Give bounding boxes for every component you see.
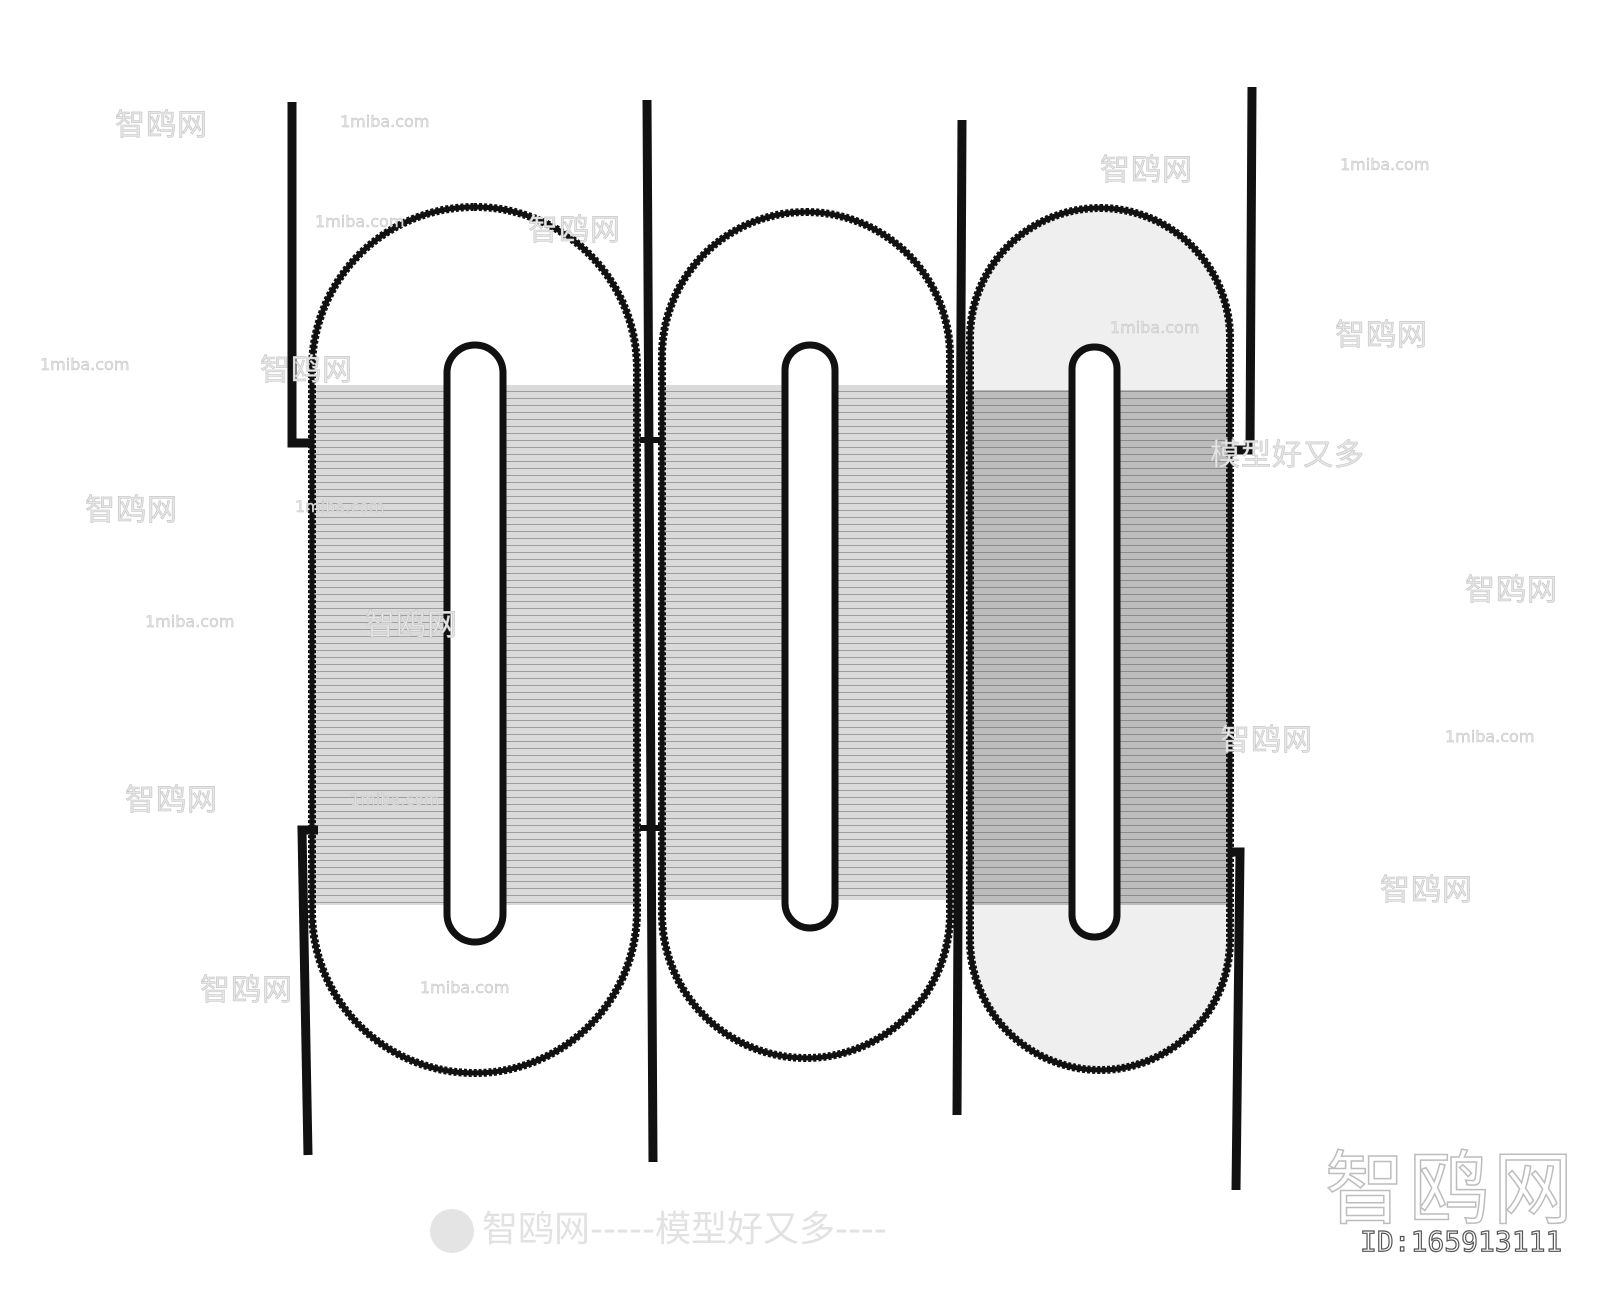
- post: [642, 99, 658, 1163]
- watermark-slogan: 智鸥网-----模型好又多----: [430, 1200, 887, 1253]
- post: [1228, 847, 1245, 1191]
- watermark-big-brand: 智鸥网: [1324, 1142, 1577, 1237]
- watermark-id: ID:165913111: [1359, 1224, 1563, 1258]
- panel-slot: [781, 341, 839, 932]
- panel-slot: [1068, 343, 1121, 941]
- panel-slot: [443, 341, 507, 946]
- screen-panel-middle: [640, 99, 954, 1163]
- post: [1232, 86, 1257, 455]
- screen-panel-right: [952, 86, 1257, 1191]
- screen-panel-left: [287, 102, 641, 1156]
- post: [952, 119, 967, 1116]
- post: [287, 102, 310, 448]
- post: [297, 825, 318, 1156]
- brand-logo-icon: [430, 1209, 474, 1253]
